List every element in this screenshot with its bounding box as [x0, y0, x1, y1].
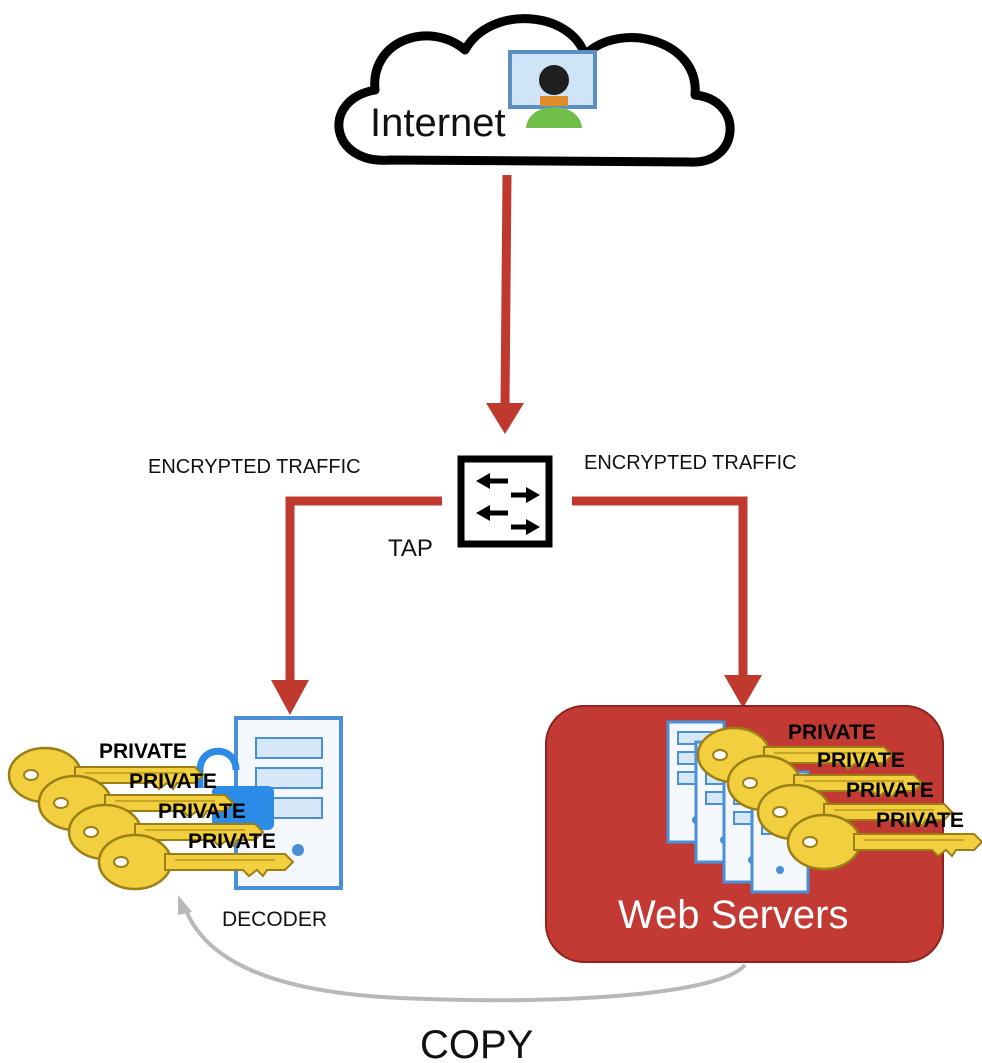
traffic-arrows [285, 174, 748, 680]
tap-label: TAP [388, 535, 433, 562]
decoder-label: DECODER [222, 908, 327, 931]
copy-arrow [178, 895, 747, 1003]
server-key-label-1: PRIVATE [788, 721, 876, 744]
internet-label: Internet [370, 101, 506, 145]
copy-label: COPY [420, 1023, 533, 1063]
server-key-label-3: PRIVATE [846, 779, 934, 802]
server-key-label-4: PRIVATE [876, 809, 964, 832]
user-computer-icon [508, 50, 597, 128]
tap-switch-icon [457, 455, 553, 548]
tap-to-servers-line [572, 496, 748, 675]
server-key-label-2: PRIVATE [817, 749, 905, 772]
tap-to-decoder-line [285, 496, 442, 680]
decoder-key-label-2: PRIVATE [129, 770, 217, 793]
right-traffic-label: ENCRYPTED TRAFFIC [584, 452, 797, 474]
arrowhead-decoder [271, 680, 309, 715]
decoder-key-label-3: PRIVATE [158, 800, 246, 823]
internet-to-tap-line [500, 174, 512, 406]
arrowhead-servers [724, 675, 762, 708]
left-traffic-label: ENCRYPTED TRAFFIC [148, 456, 361, 478]
decoder-key-label-4: PRIVATE [188, 830, 276, 853]
decoder-key-label-1: PRIVATE [99, 740, 187, 763]
web-servers-label: Web Servers [618, 893, 848, 937]
arrowhead-tap [486, 403, 524, 434]
